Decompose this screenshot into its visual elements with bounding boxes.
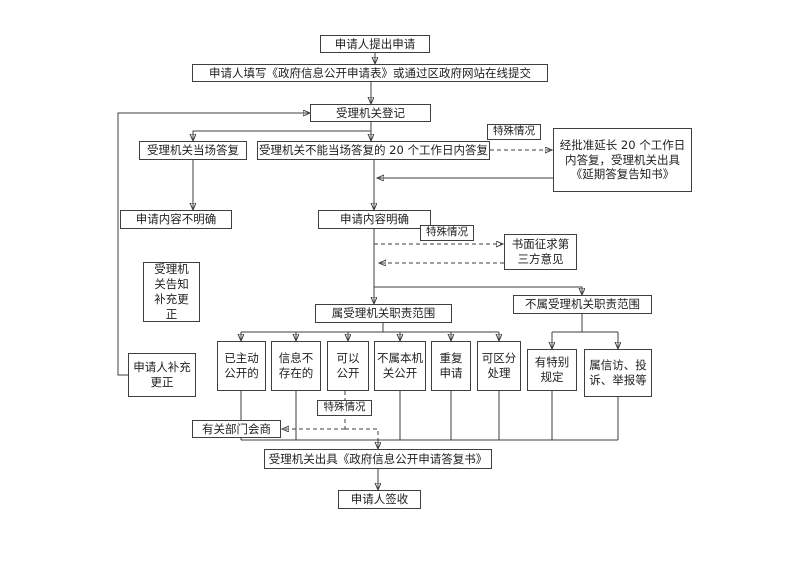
dashed-connectors <box>282 150 552 440</box>
node-within-authority-scope: 属受理机关职责范围 <box>315 304 452 323</box>
node-extended-reply-notice: 经批准延长 20 个工作日内答复，受理机关出具《延期答复告知书》 <box>553 128 692 192</box>
node-special-regulations: 有特别规定 <box>527 349 577 391</box>
node-content-unclear: 申请内容不明确 <box>120 210 232 229</box>
label-special-case-top: 特殊情况 <box>487 124 541 140</box>
node-content-clear: 申请内容明确 <box>318 210 431 229</box>
node-fill-application-form: 申请人填写《政府信息公开申请表》或通过区政府网站在线提交 <box>192 64 548 82</box>
node-authority-registers: 受理机关登记 <box>310 104 431 122</box>
node-third-party-opinion: 书面征求第三方意见 <box>504 234 577 270</box>
node-repeat-application: 重复申请 <box>431 341 471 391</box>
node-separable-handling: 可区分处理 <box>477 341 521 391</box>
node-not-this-authority: 不属本机关公开 <box>374 341 426 391</box>
node-petition-complaint: 属信访、投诉、举报等 <box>584 349 652 397</box>
node-applicant-signs: 申请人签收 <box>338 490 421 509</box>
node-onspot-reply: 受理机关当场答复 <box>139 141 247 160</box>
label-special-case-middle: 特殊情况 <box>420 225 474 241</box>
node-info-not-exist: 信息不存在的 <box>271 341 321 391</box>
node-reply-within-20-days: 受理机关不能当场答复的 20 个工作日内答复 <box>257 141 490 160</box>
node-can-be-public: 可以公开 <box>327 341 369 391</box>
node-notify-supplement-correct: 受理机关告知补充更正 <box>143 262 200 322</box>
node-issue-reply-document: 受理机关出具《政府信息公开申请答复书》 <box>264 449 492 469</box>
node-applicant-supplements: 申请人补充更正 <box>128 353 196 397</box>
node-consult-departments: 有关部门会商 <box>192 420 281 438</box>
label-special-case-bottom: 特殊情况 <box>317 400 372 416</box>
node-applicant-submits: 申请人提出申请 <box>320 35 430 53</box>
node-outside-authority-scope: 不属受理机关职责范围 <box>513 295 652 314</box>
node-already-public: 已主动公开的 <box>217 341 266 391</box>
